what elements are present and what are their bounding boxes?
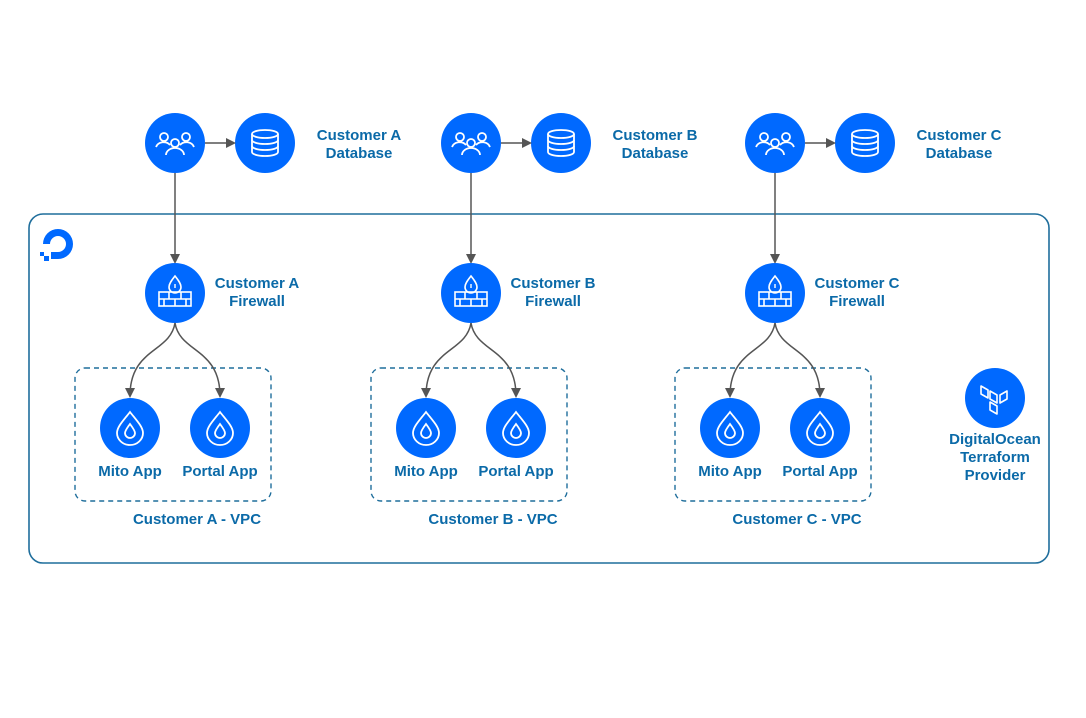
mito-app-label: Mito App	[394, 463, 458, 480]
droplet-icon	[190, 398, 250, 458]
firewall-label-line1: Customer A	[215, 275, 300, 292]
firewall-label-line2: Firewall	[525, 293, 581, 310]
firewall-to-mito-arrow	[421, 322, 472, 398]
terraform-provider: DigitalOcean Terraform Provider	[949, 368, 1041, 484]
database-label-line1: Customer B	[612, 127, 697, 144]
terraform-icon	[965, 368, 1025, 428]
droplet-icon	[396, 398, 456, 458]
users-icon	[145, 113, 205, 173]
database-label-line1: Customer A	[317, 127, 402, 144]
vpc-label: Customer C - VPC	[732, 511, 861, 528]
portal-app-label: Portal App	[478, 463, 553, 480]
droplet-icon	[790, 398, 850, 458]
users-icon	[745, 113, 805, 173]
droplet-icon	[486, 398, 546, 458]
firewall-label-line2: Firewall	[829, 293, 885, 310]
droplet-icon	[100, 398, 160, 458]
firewall-label-line1: Customer C	[814, 275, 899, 292]
firewall-label-line1: Customer B	[510, 275, 595, 292]
portal-app-label: Portal App	[782, 463, 857, 480]
database-icon	[531, 113, 591, 173]
provider-label-line3: Provider	[965, 467, 1026, 484]
firewall-to-mito-arrow	[125, 322, 176, 398]
droplet-icon	[700, 398, 760, 458]
provider-label-line2: Terraform	[960, 449, 1030, 466]
database-label-line2: Database	[326, 145, 393, 162]
firewall-to-portal-arrow	[470, 322, 521, 398]
vpc-box	[74, 367, 272, 502]
database-label-line2: Database	[926, 145, 993, 162]
database-icon	[235, 113, 295, 173]
mito-app-label: Mito App	[98, 463, 162, 480]
portal-app-label: Portal App	[182, 463, 257, 480]
vpc-box	[674, 367, 872, 502]
digitalocean-cloud-frame	[28, 213, 1050, 564]
firewall-to-mito-arrow	[725, 322, 776, 398]
users-icon	[441, 113, 501, 173]
mito-app-label: Mito App	[698, 463, 762, 480]
database-icon	[835, 113, 895, 173]
database-label-line1: Customer C	[916, 127, 1001, 144]
firewall-label-line2: Firewall	[229, 293, 285, 310]
vpc-label: Customer B - VPC	[428, 511, 557, 528]
firewall-to-portal-arrow	[174, 322, 225, 398]
provider-label-line1: DigitalOcean	[949, 431, 1041, 448]
vpc-box	[370, 367, 568, 502]
firewall-to-portal-arrow	[774, 322, 825, 398]
database-label-line2: Database	[622, 145, 689, 162]
digitalocean-logo-icon	[40, 229, 73, 261]
vpc-label: Customer A - VPC	[133, 511, 261, 528]
